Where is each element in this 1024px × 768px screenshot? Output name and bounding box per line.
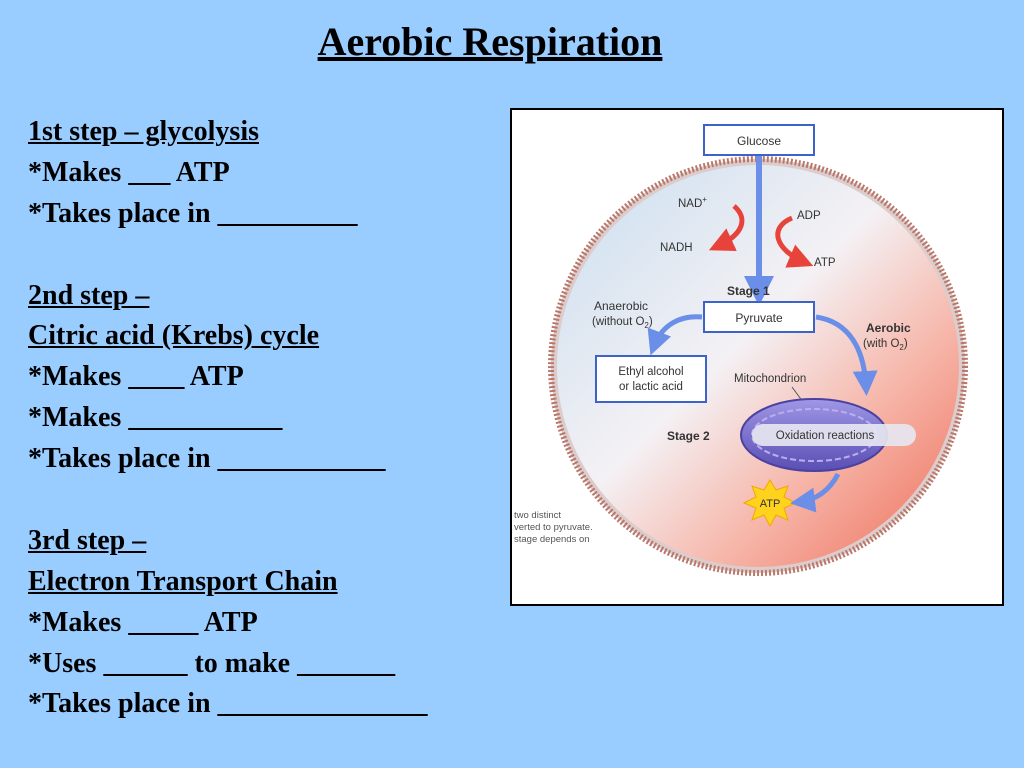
respiration-diagram: Glucose NAD+ NADH ADP ATP Stage 1 Pyruva… [510,108,1004,606]
caption-line1: two distinct [514,510,561,521]
stage1-label: Stage 1 [727,284,770,298]
nad-plus-label: NAD+ [678,195,707,210]
pyruvate-box [703,301,815,333]
step3-subheading: Electron Transport Chain [28,565,338,597]
anaerobic-label: Anaerobic [594,299,648,313]
step2-subheading: Citric acid (Krebs) cycle [28,320,320,352]
step1-heading: 1st step – glycolysis [28,116,259,147]
aerobic-arrow [815,314,878,396]
stage2-label: Stage 2 [667,429,710,443]
oxidation-band [752,424,916,446]
slide-title: Aerobic Respiration [317,19,663,64]
glucose-box [703,124,815,156]
step2-line1: *Makes ____ ATP [28,361,244,393]
atp-star [742,479,798,528]
atp-top-label: ATP [814,257,836,269]
nadh-label: NADH [660,242,693,254]
caption-line3: stage depends on [514,534,590,545]
adp-arrow [775,215,814,268]
ethyl-line1: Ethyl alcohol [618,366,683,378]
step2-line2: *Makes ___________ [28,402,283,434]
without-o2-label: (without O2) [592,316,653,330]
step2-line3: *Takes place in ____________ [28,443,386,475]
steps-list: 1st step – glycolysis *Makes ___ ATP *Ta… [28,112,508,725]
aerobic-label: Aerobic [866,321,911,335]
nad-arrow [708,204,745,252]
glucose-label: Glucose [737,134,781,148]
cell-body [557,165,959,567]
with-o2-label: (with O2) [863,338,908,352]
step1-line1: *Makes ___ ATP [28,156,230,188]
spacer [28,480,508,521]
pyruvate-label: Pyruvate [735,311,783,325]
ethyl-line2: or lactic acid [619,381,683,393]
atp-star-label: ATP [760,498,781,510]
step3-line1: *Makes _____ ATP [28,606,258,638]
spacer [28,235,508,276]
mitochondrion-label: Mitochondrion [734,373,806,385]
ethyl-alcohol-box [595,355,707,403]
step3-line3: *Takes place in _______________ [28,688,428,720]
caption-line2: verted to pyruvate. [514,522,593,533]
diagram-svg: Glucose NAD+ NADH ADP ATP Stage 1 Pyruva… [548,124,968,576]
step3-heading: 3rd step – [28,524,147,556]
step3-line2: *Uses ______ to make _______ [28,647,396,679]
step2-heading: 2nd step – [28,279,150,311]
adp-label: ADP [797,210,821,222]
oxidation-label: Oxidation reactions [776,430,875,442]
anaerobic-arrow [647,314,703,356]
step1-line2: *Takes place in __________ [28,197,358,229]
atp-output-arrow [790,472,841,513]
